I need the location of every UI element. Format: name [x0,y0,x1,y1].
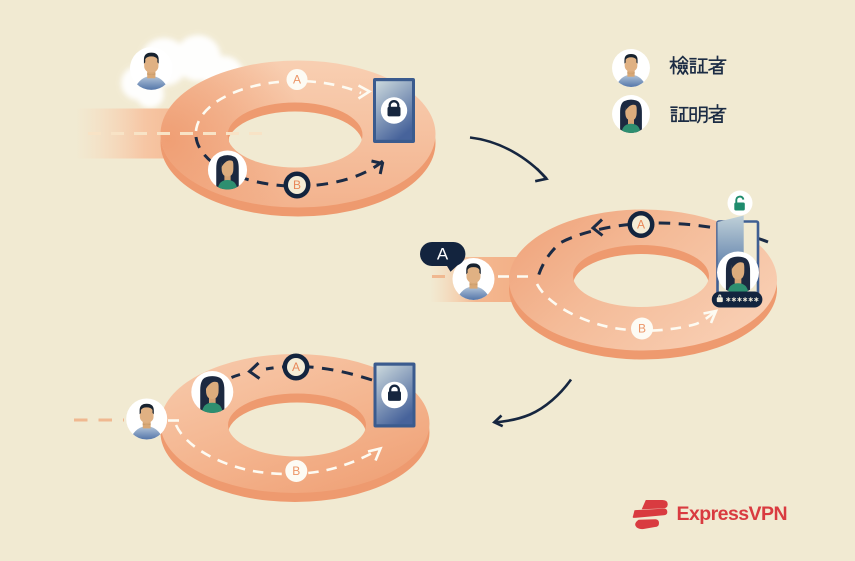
svg-text:A: A [437,245,449,264]
svg-text:ExpressVPN: ExpressVPN [677,503,787,525]
